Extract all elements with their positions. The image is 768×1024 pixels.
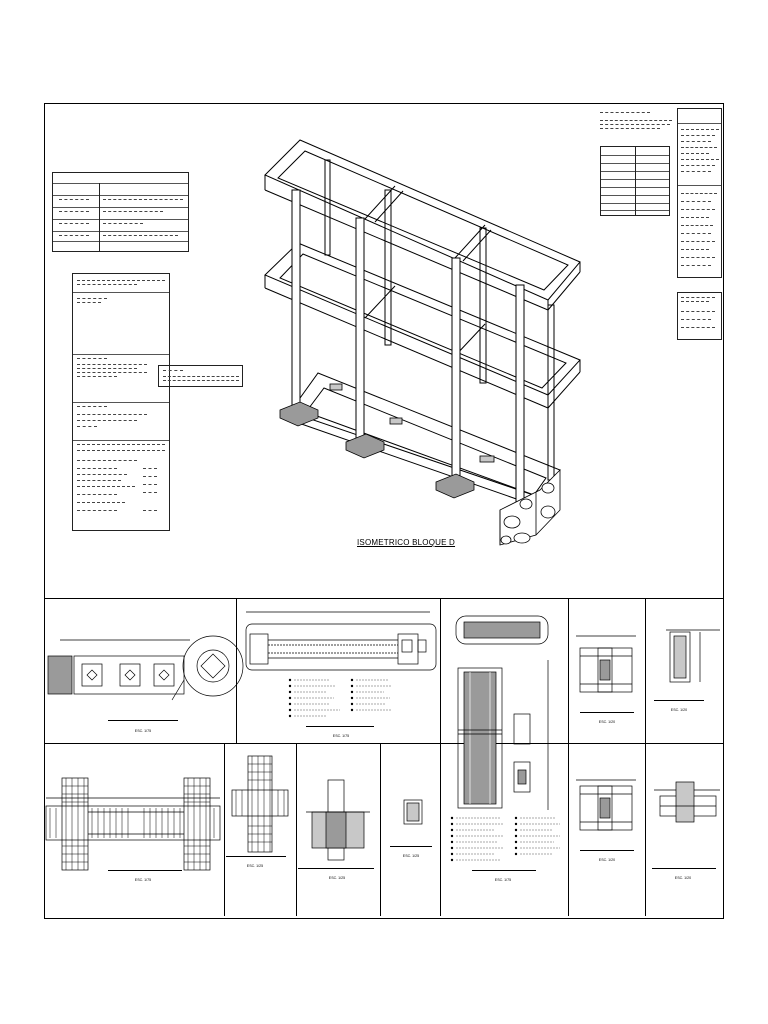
scale-detail-2: ESC. 1/75 [332,734,350,738]
spec-table [600,146,670,216]
caption-detail-3 [472,870,536,876]
scale-detail-3: ESC. 1/75 [494,878,512,882]
scale-detail-4: ESC. 1/20 [598,720,616,724]
caption-detail-9 [226,856,286,862]
general-notes [600,110,674,140]
scale-detail-6: ESC. 1/20 [598,858,616,862]
scale-detail-7: ESC. 1/20 [674,876,692,880]
caption-detail-2 [306,726,374,732]
caption-detail-10 [298,868,374,874]
notes-block [72,273,170,531]
spec-list-right [677,108,722,278]
scale-detail-10: ESC. 1/25 [328,876,346,880]
note-box [158,365,243,387]
spec-box-small [677,292,722,340]
scale-detail-1: ESC. 1/75 [134,729,152,733]
drawing-sheet [44,103,724,919]
scale-detail-11: ESC. 1/25 [402,854,420,858]
caption-detail-6 [580,850,634,856]
caption-detail-1 [108,720,178,727]
caption-detail-4 [580,712,634,718]
scale-detail-8: ESC. 1/75 [134,878,152,882]
scale-detail-9: ESC. 1/25 [246,864,264,868]
caption-detail-11 [390,846,432,852]
caption-detail-5 [654,700,704,706]
scale-detail-5: ESC. 1/20 [670,708,688,712]
caption-detail-8 [108,870,182,876]
caption-detail-7 [652,868,716,874]
main-title: ISOMETRICO BLOQUE D [357,538,456,547]
legend-table [52,172,189,252]
